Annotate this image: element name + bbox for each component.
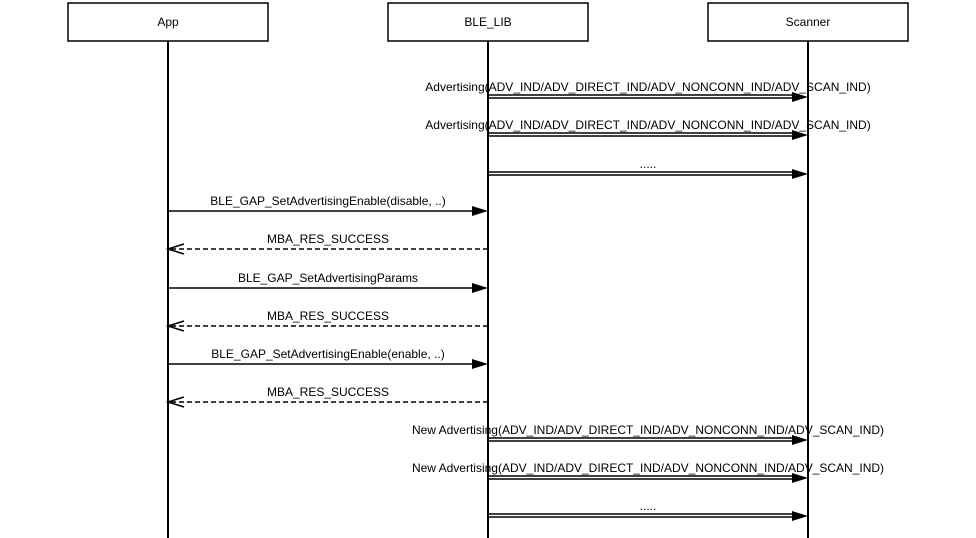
message-label: MBA_RES_SUCCESS bbox=[267, 309, 389, 323]
message-double: Advertising(ADV_IND/ADV_DIRECT_IND/ADV_N… bbox=[425, 80, 871, 102]
message-call: BLE_GAP_SetAdvertisingEnable(disable, ..… bbox=[168, 194, 488, 216]
arrowhead-filled bbox=[472, 359, 488, 369]
arrowhead-open bbox=[165, 243, 185, 255]
message-label: Advertising(ADV_IND/ADV_DIRECT_IND/ADV_N… bbox=[425, 118, 870, 132]
arrowhead-filled bbox=[792, 511, 808, 521]
message-double: New Advertising(ADV_IND/ADV_DIRECT_IND/A… bbox=[412, 461, 884, 483]
arrowhead-filled bbox=[472, 206, 488, 216]
message-double: New Advertising(ADV_IND/ADV_DIRECT_IND/A… bbox=[412, 423, 884, 445]
participant-label: BLE_LIB bbox=[464, 15, 511, 29]
message-double: ..... bbox=[488, 499, 808, 521]
participant-app: App bbox=[67, 2, 269, 42]
message-label: MBA_RES_SUCCESS bbox=[267, 385, 389, 399]
message-label: New Advertising(ADV_IND/ADV_DIRECT_IND/A… bbox=[412, 461, 884, 475]
message-label: New Advertising(ADV_IND/ADV_DIRECT_IND/A… bbox=[412, 423, 884, 437]
message-label: BLE_GAP_SetAdvertisingEnable(disable, ..… bbox=[210, 194, 445, 208]
arrowhead-filled bbox=[792, 473, 808, 483]
arrowhead-filled bbox=[792, 92, 808, 102]
participant-scanner: Scanner bbox=[707, 2, 909, 42]
message-return: MBA_RES_SUCCESS bbox=[165, 232, 488, 255]
message-double: Advertising(ADV_IND/ADV_DIRECT_IND/ADV_N… bbox=[425, 118, 871, 140]
arrowhead-filled bbox=[472, 283, 488, 293]
message-call: BLE_GAP_SetAdvertisingParams bbox=[168, 271, 488, 293]
message-label: ..... bbox=[640, 499, 657, 513]
participant-box bbox=[67, 2, 269, 42]
message-label: MBA_RES_SUCCESS bbox=[267, 232, 389, 246]
participant-ble_lib: BLE_LIB bbox=[387, 2, 589, 42]
participant-box bbox=[707, 2, 909, 42]
participant-label: App bbox=[157, 15, 179, 29]
arrowhead-filled bbox=[792, 435, 808, 445]
message-label: BLE_GAP_SetAdvertisingEnable(enable, ..) bbox=[211, 347, 444, 361]
arrowhead-open bbox=[165, 396, 185, 408]
participant-label: Scanner bbox=[786, 15, 831, 29]
message-label: BLE_GAP_SetAdvertisingParams bbox=[238, 271, 418, 285]
participant-box bbox=[387, 2, 589, 42]
arrowhead-filled bbox=[792, 169, 808, 179]
message-label: Advertising(ADV_IND/ADV_DIRECT_IND/ADV_N… bbox=[425, 80, 870, 94]
message-call: BLE_GAP_SetAdvertisingEnable(enable, ..) bbox=[168, 347, 488, 369]
message-double: ..... bbox=[488, 157, 808, 179]
message-return: MBA_RES_SUCCESS bbox=[165, 385, 488, 408]
message-return: MBA_RES_SUCCESS bbox=[165, 309, 488, 332]
arrowhead-filled bbox=[792, 130, 808, 140]
message-label: ..... bbox=[640, 157, 657, 171]
arrowhead-open bbox=[165, 320, 185, 332]
